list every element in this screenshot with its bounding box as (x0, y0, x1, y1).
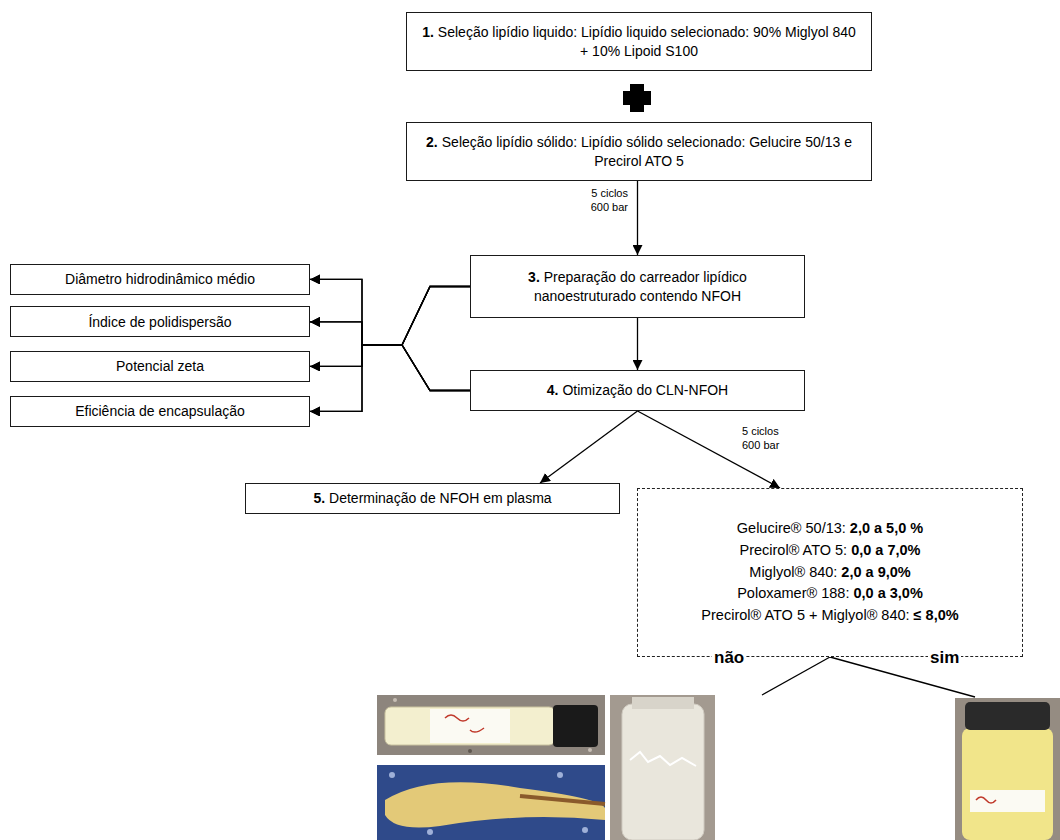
crystals (630, 752, 696, 766)
box-text: Eficiência de encapsulação (75, 403, 245, 419)
step-number: 3. (528, 269, 540, 285)
range-line: Gelucire® 50/13:2,0 a 5,0 % (701, 518, 958, 540)
step-box: 3.Preparação do carreador lipídico nanoe… (470, 255, 805, 318)
jar-body (622, 704, 704, 840)
range-line: Poloxamer® 188:0,0 a 3,0% (701, 583, 958, 605)
box-text: Índice de polidispersão (88, 314, 231, 330)
photo-ground (610, 695, 715, 840)
flow-arrow (310, 287, 470, 346)
step-box: 4.Otimização do CLN-NFOH (470, 370, 805, 411)
ingredient-range: 2,0 a 9,0% (841, 564, 910, 580)
node-text-group: 1.Seleção lipídio liquido: Lipídio liqui… (417, 23, 861, 59)
box-text: Seleção lipídio liquido: Lipídio liquido… (438, 24, 856, 58)
step-box: 5.Determinação de NFOH em plasma (245, 483, 620, 514)
node-text-group: Eficiência de encapsulação (75, 402, 245, 420)
cloth-dot (557, 772, 563, 778)
photo-ground (377, 695, 605, 755)
handwriting (445, 715, 484, 732)
photo-jar-yellow (955, 698, 1060, 840)
jar-neck (632, 697, 694, 709)
node-text-group: 5.Determinação de NFOH em plasma (313, 489, 551, 507)
flow-arrow (310, 287, 470, 412)
flow-arrow (310, 287, 470, 367)
edge-label: 5 ciclos 600 bar (576, 186, 628, 215)
ingredient-range: 0,0 a 7,0% (851, 542, 920, 558)
plus-bar (623, 91, 651, 105)
flow-arrow (310, 322, 470, 391)
photo-jar-crystals (610, 695, 715, 840)
photo-paste (377, 765, 605, 840)
jar-body (962, 728, 1053, 840)
flow-arrow (540, 411, 638, 483)
range-line: Precirol® ATO 5:0,0 a 7,0% (701, 540, 958, 562)
flow-arrow (310, 345, 470, 391)
node-text-group: 2.Seleção lipídio sólido: Lipídio sólido… (417, 133, 861, 169)
bottle-cap (553, 705, 598, 747)
property-box: Índice de polidispersão (10, 306, 310, 337)
ingredient-name: Precirol® ATO 5 + Miglyol® 840: (701, 607, 909, 623)
jar-lid (965, 702, 1050, 730)
flow-arrow (310, 345, 470, 411)
cloth-dot (389, 772, 395, 778)
speckle (393, 698, 397, 702)
bottle-body (385, 707, 555, 745)
flow-arrow (310, 279, 470, 345)
handwriting (976, 797, 996, 803)
range-line: Miglyol® 840:2,0 a 9,0% (701, 562, 958, 584)
ingredient-name: Poloxamer® 188: (737, 585, 849, 601)
node-text-group: Índice de polidispersão (88, 313, 231, 331)
range-line: Precirol® ATO 5 + Miglyol® 840: ≤ 8,0% (701, 605, 958, 627)
jar-label (970, 790, 1045, 812)
step-number: 4. (547, 382, 559, 398)
step-number: 1. (422, 24, 434, 40)
speckle (468, 749, 472, 753)
box-text: Preparação do carreador lipídico nanoest… (534, 269, 747, 303)
branch-label: sim (928, 648, 961, 668)
node-text-group: Diâmetro hidrodinâmico médio (65, 270, 255, 288)
box-text: Seleção lipídio sólido: Lipídio sólido s… (442, 134, 852, 168)
bottle-label (430, 709, 510, 743)
box-text: Otimização do CLN-NFOH (562, 382, 728, 398)
step-number: 5. (313, 490, 325, 506)
ingredient-range: ≤ 8,0% (914, 607, 959, 623)
node-text-group: 4.Otimização do CLN-NFOH (547, 381, 728, 399)
ingredient-range: 0,0 a 3,0% (853, 585, 922, 601)
step-box: 2.Seleção lipídio sólido: Lipídio sólido… (406, 122, 872, 181)
range-box: Gelucire® 50/13:2,0 a 5,0 %Precirol® ATO… (637, 488, 1023, 657)
paste-blob (385, 782, 605, 827)
ingredient-range: 2,0 a 5,0 % (850, 520, 923, 536)
property-box: Diâmetro hidrodinâmico médio (10, 264, 310, 295)
property-box: Potencial zeta (10, 351, 310, 382)
cloth-dot (427, 829, 433, 835)
step-box: 1.Seleção lipídio liquido: Lipídio liqui… (406, 12, 872, 71)
flow-arrow (637, 318, 638, 370)
photo-ground (955, 698, 1060, 840)
ingredient-name: Miglyol® 840: (749, 564, 837, 580)
speckle (588, 748, 592, 752)
split-line (762, 657, 830, 695)
node-text-group: Potencial zeta (116, 357, 204, 375)
cloth-dot (582, 827, 588, 833)
step-number: 2. (426, 134, 438, 150)
branch-label: não (712, 648, 746, 668)
edge-label: 5 ciclos 600 bar (742, 424, 794, 453)
node-text-group: Gelucire® 50/13:2,0 a 5,0 %Precirol® ATO… (701, 518, 958, 627)
ingredient-name: Gelucire® 50/13: (737, 520, 846, 536)
property-box: Eficiência de encapsulação (10, 396, 310, 427)
box-text: Determinação de NFOH em plasma (329, 490, 552, 506)
plus-sign (623, 84, 651, 112)
node-text-group: 3.Preparação do carreador lipídico nanoe… (481, 268, 794, 304)
ingredient-name: Precirol® ATO 5: (740, 542, 848, 558)
flow-arrow (637, 181, 638, 255)
photo-bottle (377, 695, 605, 755)
box-text: Diâmetro hidrodinâmico médio (65, 271, 255, 287)
spatula (520, 796, 605, 804)
photo-ground (377, 765, 605, 840)
box-text: Potencial zeta (116, 358, 204, 374)
flow-arrow (310, 279, 470, 390)
